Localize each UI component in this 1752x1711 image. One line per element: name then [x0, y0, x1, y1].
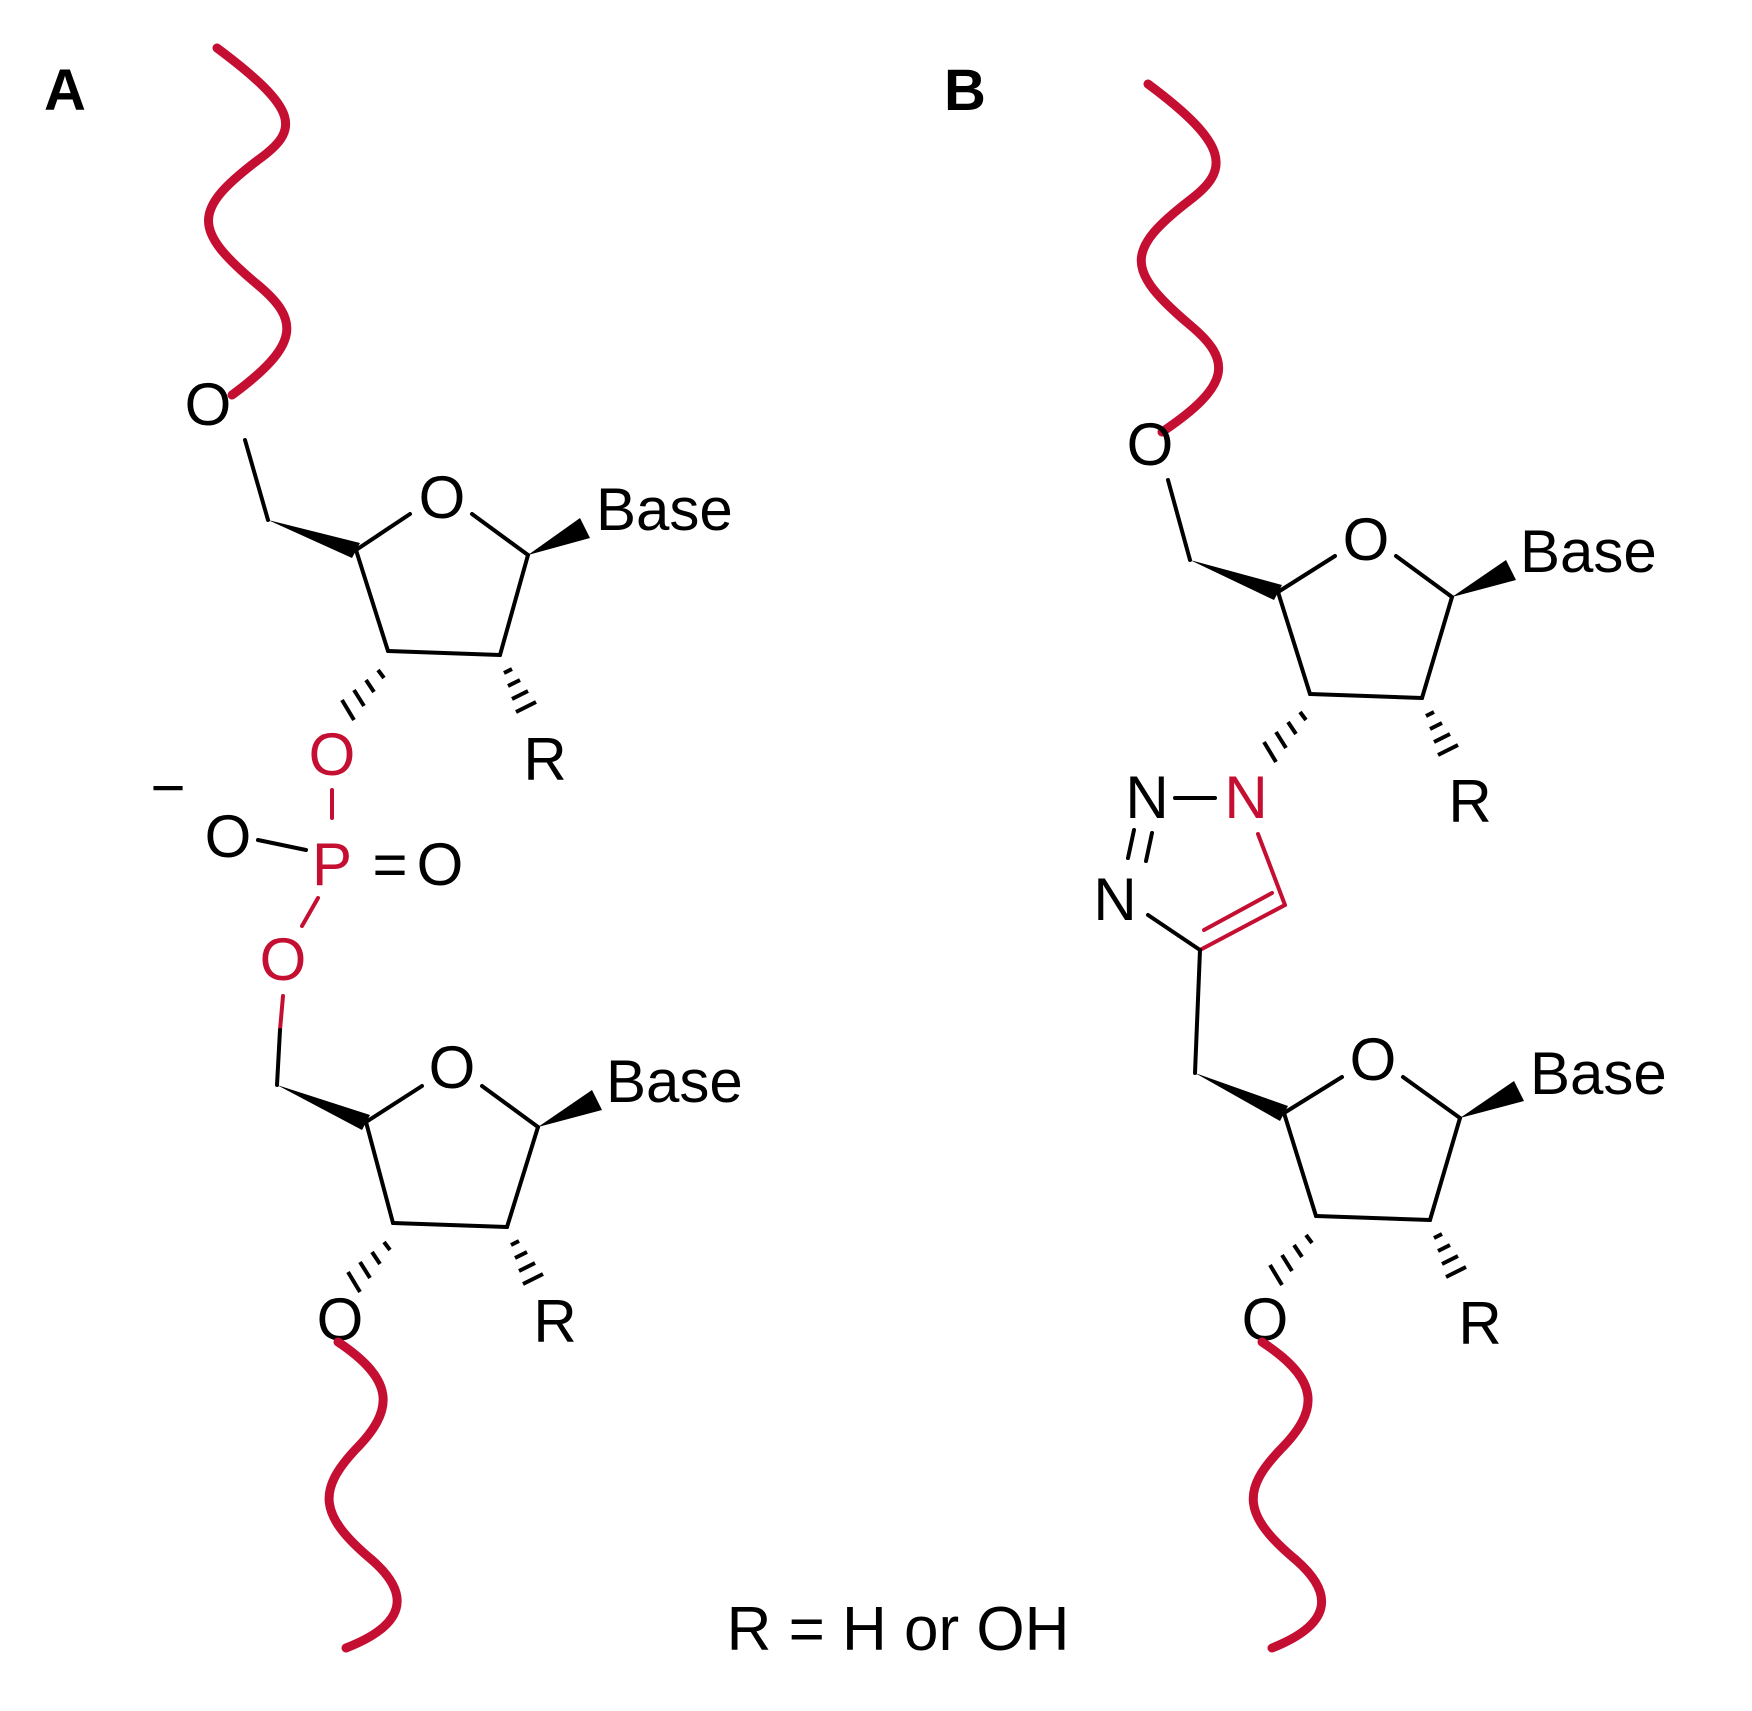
bond [1198, 903, 1287, 952]
bond [354, 512, 412, 552]
panel-a-phosphate-linker: O − O P = O O [150, 721, 464, 1087]
panel-b-triazole-linker: N N N [1093, 764, 1287, 1075]
panel-a-charge-label: − [150, 754, 185, 821]
bond [1428, 1116, 1462, 1222]
bond [256, 838, 308, 852]
hash-bond [340, 668, 386, 722]
bond [498, 553, 530, 657]
panel-a-bottom-r-label: R [533, 1288, 576, 1355]
bond [1256, 832, 1287, 907]
panel-a-top-sugar: O O Base R [185, 371, 733, 793]
bond [243, 438, 270, 522]
panel-b-top-sugar: O O Base R [1127, 411, 1657, 835]
bond [1144, 831, 1154, 863]
wedge-bond [538, 1090, 602, 1127]
wedge-bond [1195, 1073, 1288, 1121]
panel-b-top-base-label: Base [1520, 518, 1657, 585]
panel-b-bottom-base-label: Base [1530, 1040, 1667, 1107]
bond [391, 1221, 509, 1229]
panel-a: A O O Base R [44, 43, 743, 1653]
wedge-bond [1452, 560, 1516, 597]
hash-bond [1268, 1233, 1314, 1287]
panel-a-bottom-ring-oxygen-atom: O [429, 1034, 476, 1101]
panel-b-bottom-r-label: R [1458, 1290, 1501, 1357]
panel-a-phosphorus-atom: P [312, 831, 352, 898]
bond [470, 512, 530, 557]
hash-bond [510, 1239, 544, 1286]
bond [354, 548, 390, 653]
panel-a-5prime-linker-oxygen-atom: O [260, 926, 307, 993]
bond [1308, 692, 1424, 700]
hash-bond [1262, 710, 1308, 764]
wedge-bond [528, 518, 590, 555]
wedge-bond [1460, 1081, 1524, 1118]
panel-a-top-strand [204, 43, 292, 400]
panel-b-top-r-label: R [1448, 768, 1491, 835]
bond [1394, 554, 1454, 599]
wedge-bond [277, 1085, 370, 1130]
panel-a-3prime-oxygen-atom: O [309, 721, 356, 788]
bond [1420, 595, 1454, 700]
panel-a-label: A [44, 58, 86, 123]
panel-a-bottom-sugar: O Base R O [277, 1034, 743, 1355]
panel-a-bottom-strand [324, 1337, 402, 1653]
panel-b-label: B [944, 58, 986, 123]
wedge-bond [268, 520, 360, 558]
bond [300, 896, 320, 928]
bond [386, 649, 502, 657]
wedge-bond [1190, 560, 1282, 600]
bond [1126, 828, 1136, 860]
panel-b-triazole-n1-atom: N [1224, 764, 1267, 831]
bond [1202, 891, 1274, 932]
bond [364, 1120, 395, 1225]
panel-a-bottom-base-label: Base [606, 1048, 743, 1115]
panel-a-double-bond-oxygen-atom: O [417, 831, 464, 898]
bond [1282, 1075, 1344, 1115]
bond [278, 994, 285, 1032]
bond [1193, 948, 1202, 1075]
bond [1401, 1075, 1462, 1120]
hash-bond [346, 1240, 392, 1294]
bond [364, 1084, 424, 1124]
bond [505, 1125, 540, 1229]
bond [1146, 913, 1202, 952]
panel-b-bottom-sugar: O Base R O [1195, 1026, 1667, 1357]
panel-a-anionic-oxygen-atom: O [205, 803, 252, 870]
panel-b-triazole-n3-atom: N [1093, 866, 1136, 933]
panel-a-top-base-label: Base [596, 476, 733, 543]
panel-a-double-bond: = [372, 831, 407, 898]
hash-bond [1425, 710, 1459, 757]
bond [480, 1084, 540, 1129]
bond [1276, 554, 1337, 594]
panel-b-top-ring-oxygen-atom: O [1343, 506, 1390, 573]
panel-a-top-r-label: R [523, 726, 566, 793]
bond [1166, 478, 1192, 562]
panel-b-5prime-oxygen-atom: O [1127, 411, 1174, 478]
bond [275, 1028, 282, 1087]
hash-bond [503, 667, 537, 714]
panel-b-top-strand [1136, 79, 1224, 437]
panel-b: B O O Base R [944, 58, 1667, 1653]
panel-b-bottom-strand [1248, 1337, 1326, 1653]
panel-b-triazole-n2-atom: N [1125, 764, 1168, 831]
footnote: R = H or OH [727, 1595, 1070, 1664]
panel-a-top-ring-oxygen-atom: O [419, 464, 466, 531]
bond [1276, 590, 1312, 696]
panel-b-bottom-ring-oxygen-atom: O [1350, 1026, 1397, 1093]
bond [1314, 1214, 1432, 1222]
bond [1282, 1111, 1318, 1218]
panel-a-5prime-oxygen-atom: O [185, 371, 232, 438]
hash-bond [1433, 1232, 1467, 1279]
